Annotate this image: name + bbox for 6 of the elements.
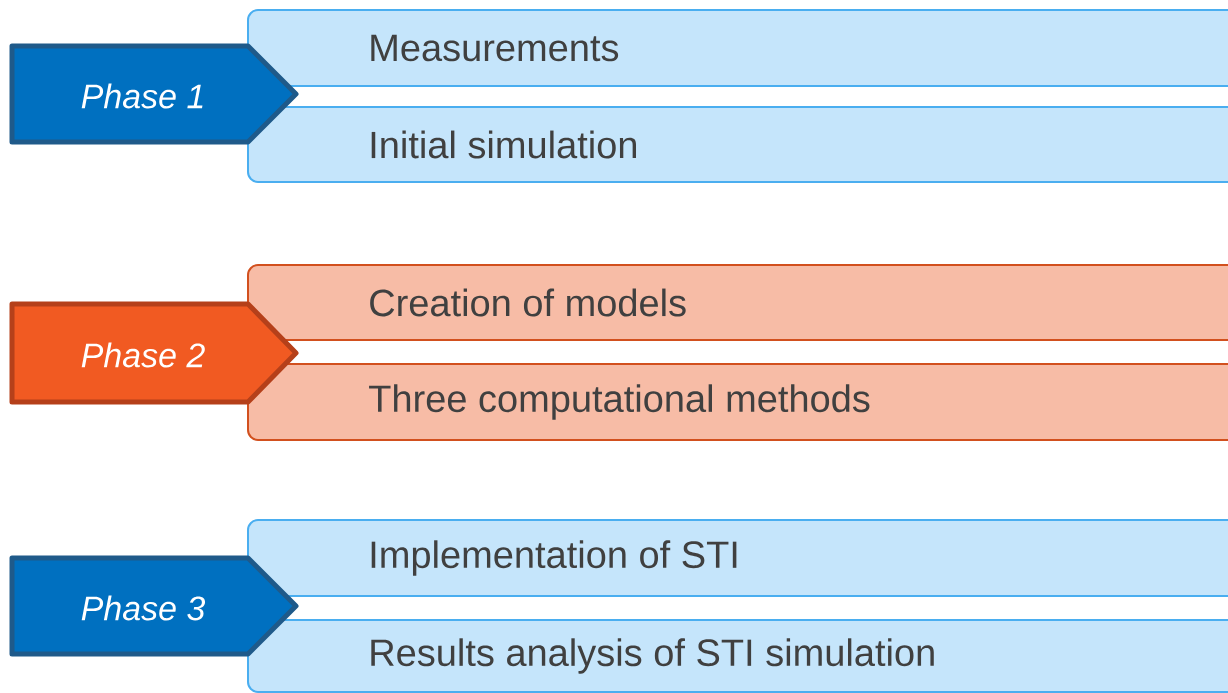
step-band: Measurements [247, 9, 1228, 87]
step-band: Creation of models [247, 264, 1228, 341]
step-band: Three computational methods [247, 363, 1228, 441]
step-band: Implementation of STI [247, 519, 1228, 597]
step-band: Initial simulation [247, 106, 1228, 183]
step-band: Results analysis of STI simulation [247, 619, 1228, 693]
